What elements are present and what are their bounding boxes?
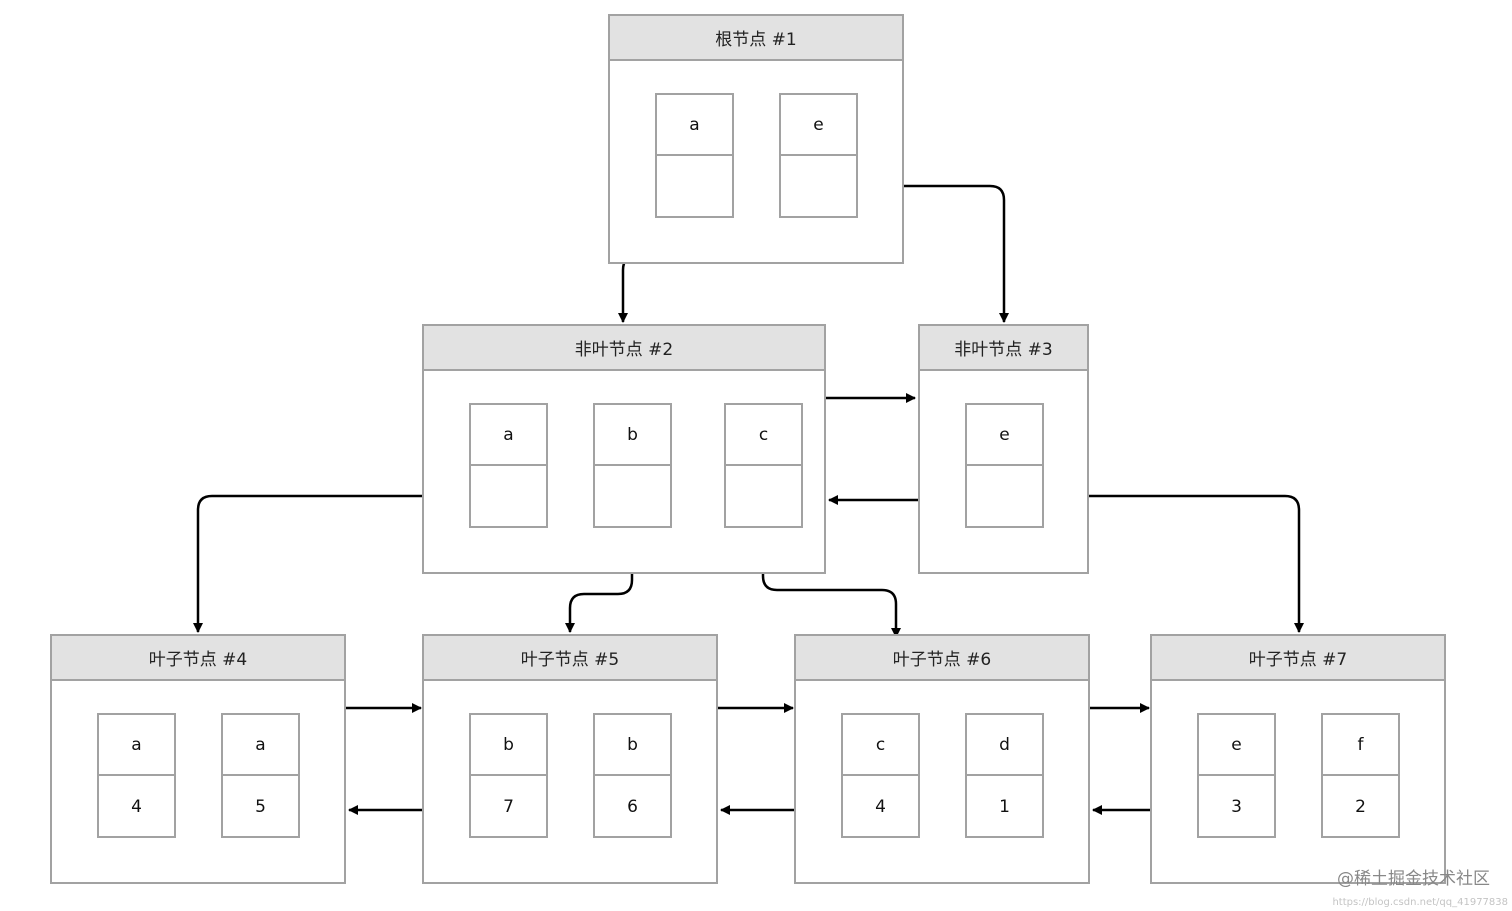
cell-value: 5 [255, 796, 266, 817]
leaf-node-5: 叶子节点 #5 b 7 b 6 [422, 634, 718, 884]
root-node-1: 根节点 #1 a e [608, 14, 904, 264]
cell-pointer [471, 466, 546, 527]
cell-key: b [595, 715, 670, 776]
cell-value: 2 [1355, 796, 1366, 817]
cell-key: d [967, 715, 1042, 776]
cell-pointer [595, 466, 670, 527]
key-cell: e [965, 403, 1044, 528]
key-cell: b 7 [469, 713, 548, 838]
leaf-node-4: 叶子节点 #4 a 4 a 5 [50, 634, 346, 884]
non-leaf-node-2: 非叶节点 #2 a b c [422, 324, 826, 574]
watermark-url: https://blog.csdn.net/qq_41977838 [1332, 897, 1508, 908]
cell-value: 7 [503, 796, 514, 817]
non-leaf-node-3: 非叶节点 #3 e [918, 324, 1089, 574]
key-cell: a 5 [221, 713, 300, 838]
key-cell: f 2 [1321, 713, 1400, 838]
cell-value: 1 [999, 796, 1010, 817]
watermark: @稀土掘金技术社区 [1337, 869, 1490, 889]
key-cell: b [593, 403, 672, 528]
node-title: 根节点 #1 [610, 16, 902, 61]
node-title: 叶子节点 #4 [52, 636, 344, 681]
cell-value: 4 [875, 796, 886, 817]
cell-key: e [1199, 715, 1274, 776]
key-cell: c [724, 403, 803, 528]
cell-key: a [99, 715, 174, 776]
node-title: 叶子节点 #6 [796, 636, 1088, 681]
cell-value: 6 [627, 796, 638, 817]
cell-pointer [781, 156, 856, 217]
cell-pointer [967, 466, 1042, 527]
cell-pointer [726, 466, 801, 527]
key-cell: e [779, 93, 858, 218]
key-cell: b 6 [593, 713, 672, 838]
key-cell: a [655, 93, 734, 218]
key-cell: e 3 [1197, 713, 1276, 838]
node-title: 叶子节点 #5 [424, 636, 716, 681]
key-cell: d 1 [965, 713, 1044, 838]
cell-key: a [223, 715, 298, 776]
cell-pointer [657, 156, 732, 217]
cell-value: 4 [131, 796, 142, 817]
leaf-node-6: 叶子节点 #6 c 4 d 1 [794, 634, 1090, 884]
cell-key: a [471, 405, 546, 466]
cell-value: 3 [1231, 796, 1242, 817]
cell-key: c [726, 405, 801, 466]
key-cell: a [469, 403, 548, 528]
key-cell: c 4 [841, 713, 920, 838]
node-title: 叶子节点 #7 [1152, 636, 1444, 681]
cell-key: e [781, 95, 856, 156]
cell-key: e [967, 405, 1042, 466]
cell-key: b [595, 405, 670, 466]
leaf-node-7: 叶子节点 #7 e 3 f 2 [1150, 634, 1446, 884]
cell-key: a [657, 95, 732, 156]
cell-key: b [471, 715, 546, 776]
cell-key: f [1323, 715, 1398, 776]
cell-key: c [843, 715, 918, 776]
node-title: 非叶节点 #3 [920, 326, 1087, 371]
node-title: 非叶节点 #2 [424, 326, 824, 371]
key-cell: a 4 [97, 713, 176, 838]
